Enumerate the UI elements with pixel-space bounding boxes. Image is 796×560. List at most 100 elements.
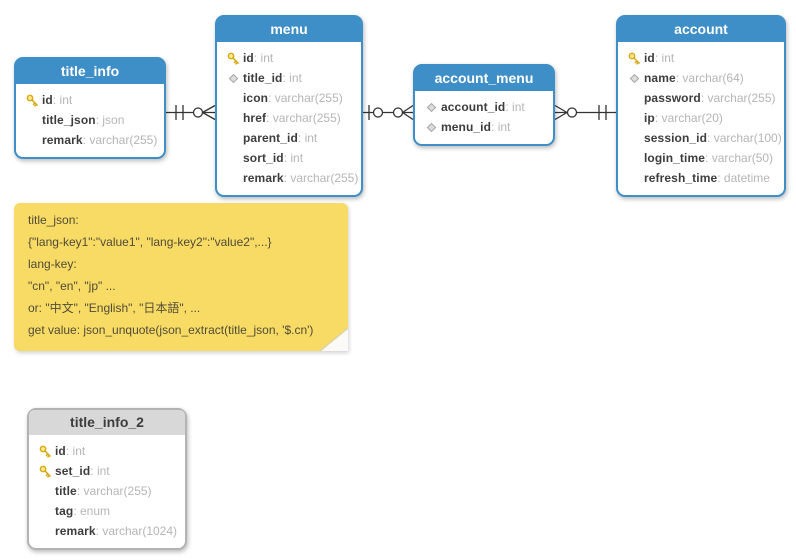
field-icon-spacer xyxy=(625,171,644,186)
field-row[interactable]: iconvarchar(255) xyxy=(217,88,361,108)
field-type: int xyxy=(254,51,274,65)
folded-corner-icon xyxy=(320,328,348,351)
field-row[interactable]: namevarchar(64) xyxy=(618,68,784,88)
field-row[interactable]: session_idvarchar(100) xyxy=(618,128,784,148)
field-row[interactable]: title_idint xyxy=(217,68,361,88)
entity-menu[interactable]: menu idint title_idint iconvarchar(255) … xyxy=(215,15,363,197)
field-name: title_id xyxy=(243,71,283,85)
field-row[interactable]: tagenum xyxy=(29,501,185,521)
primary-key-icon xyxy=(36,463,55,479)
field-name: session_id xyxy=(644,131,708,145)
field-name: id xyxy=(644,51,655,65)
field-row[interactable]: titlevarchar(255) xyxy=(29,481,185,501)
field-name: menu_id xyxy=(441,120,492,134)
field-row[interactable]: menu_idint xyxy=(415,117,553,137)
entity-title-info[interactable]: title_info idint title_jsonjson remarkva… xyxy=(14,57,166,159)
field-type: varchar(50) xyxy=(705,151,773,165)
index-diamond-icon xyxy=(625,71,644,86)
field-type: int xyxy=(505,100,525,114)
field-icon-spacer xyxy=(36,504,55,519)
field-type: int xyxy=(298,131,318,145)
field-icon-spacer xyxy=(224,131,243,146)
field-icon-spacer xyxy=(23,133,42,148)
field-row[interactable]: idint xyxy=(29,441,185,461)
field-icon-spacer xyxy=(36,484,55,499)
field-name: id xyxy=(55,444,66,458)
field-icon-spacer xyxy=(224,151,243,166)
field-type: int xyxy=(53,93,73,107)
field-name: id xyxy=(243,51,254,65)
field-type: varchar(64) xyxy=(676,71,743,85)
entity-title[interactable]: account_menu xyxy=(415,66,553,93)
field-name: remark xyxy=(243,171,284,185)
field-icon-spacer xyxy=(625,131,644,146)
field-row[interactable]: set_idint xyxy=(29,461,185,481)
field-name: remark xyxy=(42,133,83,147)
field-type: datetime xyxy=(717,171,770,185)
field-icon-spacer xyxy=(23,113,42,128)
entity-title[interactable]: title_info xyxy=(16,59,164,86)
sticky-note[interactable]: title_json: {"lang-key1":"value1", "lang… xyxy=(14,203,348,351)
field-icon-spacer xyxy=(36,524,55,539)
field-icon-spacer xyxy=(224,171,243,186)
field-row[interactable]: remarkvarchar(255) xyxy=(16,130,164,150)
field-type: varchar(100) xyxy=(707,131,782,145)
primary-key-icon xyxy=(625,50,644,66)
field-row[interactable]: remarkvarchar(1024) xyxy=(29,521,185,541)
field-row[interactable]: idint xyxy=(16,90,164,110)
field-type: int xyxy=(66,444,86,458)
note-line: {"lang-key1":"value1", "lang-key2":"valu… xyxy=(28,235,272,250)
field-type: enum xyxy=(73,504,110,518)
field-row[interactable]: parent_idint xyxy=(217,128,361,148)
note-line: title_json: xyxy=(28,213,79,227)
note-line: lang-key: xyxy=(28,257,77,272)
field-type: varchar(20) xyxy=(655,111,723,125)
relationship-titleinfo-menu[interactable] xyxy=(166,104,216,121)
field-name: refresh_time xyxy=(644,171,718,185)
field-name: account_id xyxy=(441,100,506,114)
entity-title-info-2[interactable]: title_info_2 idint set_idint titlevarcha… xyxy=(27,408,187,550)
field-type: int xyxy=(90,464,110,478)
note-line: "cn", "en", "jp" ... xyxy=(28,279,116,294)
field-name: remark xyxy=(55,524,96,538)
field-row[interactable]: passwordvarchar(255) xyxy=(618,88,784,108)
field-row[interactable]: idint xyxy=(618,48,784,68)
field-row[interactable]: login_timevarchar(50) xyxy=(618,148,784,168)
relationship-accountmenu-account[interactable] xyxy=(554,104,616,121)
field-row[interactable]: title_jsonjson xyxy=(16,110,164,130)
field-row[interactable]: refresh_timedatetime xyxy=(618,168,784,188)
entity-account-menu[interactable]: account_menu account_idint menu_idint xyxy=(413,64,555,146)
field-row[interactable]: idint xyxy=(217,48,361,68)
field-icon-spacer xyxy=(224,111,243,126)
index-diamond-icon xyxy=(422,120,441,135)
field-type: varchar(255) xyxy=(77,484,152,498)
entity-title[interactable]: account xyxy=(618,17,784,44)
index-diamond-icon xyxy=(422,100,441,115)
field-type: varchar(255) xyxy=(284,171,358,185)
field-type: varchar(255) xyxy=(266,111,341,125)
entity-title[interactable]: title_info_2 xyxy=(29,410,185,437)
field-row[interactable]: sort_idint xyxy=(217,148,361,168)
field-name: parent_id xyxy=(243,131,298,145)
field-name: set_id xyxy=(55,464,91,478)
field-name: icon xyxy=(243,91,269,105)
field-icon-spacer xyxy=(625,111,644,126)
primary-key-icon xyxy=(23,92,42,108)
field-type: varchar(255) xyxy=(83,133,157,147)
relationship-menu-accountmenu[interactable] xyxy=(363,104,414,121)
field-name: title_json xyxy=(42,113,96,127)
field-name: name xyxy=(644,71,676,85)
field-name: ip xyxy=(644,111,655,125)
field-type: varchar(255) xyxy=(701,91,776,105)
field-row[interactable]: remarkvarchar(255) xyxy=(217,168,361,188)
field-row[interactable]: account_idint xyxy=(415,97,553,117)
field-name: sort_id xyxy=(243,151,284,165)
field-icon-spacer xyxy=(625,91,644,106)
entity-account[interactable]: account idint namevarchar(64) passwordva… xyxy=(616,15,786,197)
entity-title[interactable]: menu xyxy=(217,17,361,44)
field-type: int xyxy=(282,71,302,85)
field-name: href xyxy=(243,111,267,125)
field-type: varchar(1024) xyxy=(96,524,177,538)
field-row[interactable]: ipvarchar(20) xyxy=(618,108,784,128)
field-row[interactable]: hrefvarchar(255) xyxy=(217,108,361,128)
